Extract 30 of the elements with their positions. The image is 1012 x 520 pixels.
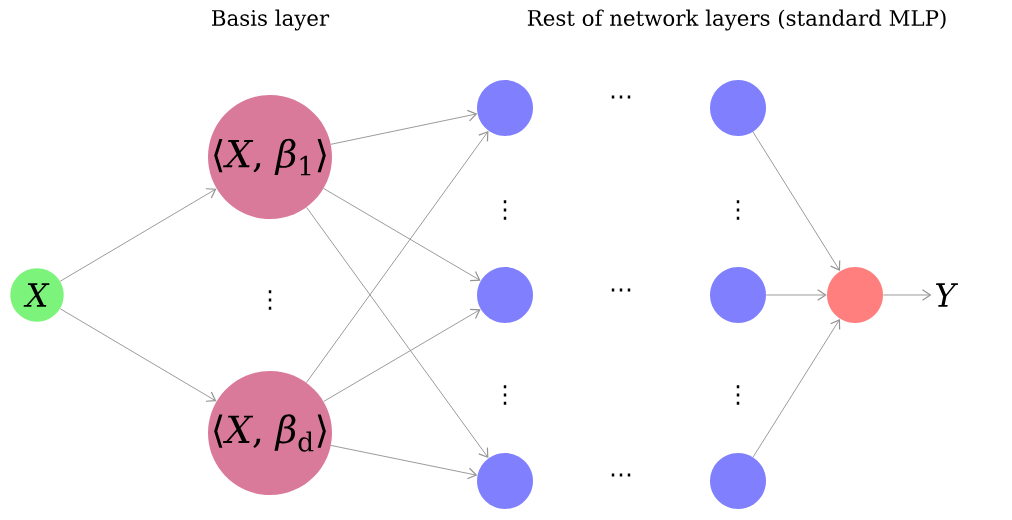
layer-title: Basis layer — [212, 9, 330, 31]
ellipsis: ⋮ — [268, 290, 272, 310]
neuron-circle — [710, 267, 766, 323]
ellipsis: ⋮ — [503, 200, 507, 220]
arrow — [882, 289, 932, 301]
neuron-circle — [477, 267, 533, 323]
layer-title: Rest of network layers (standard MLP) — [527, 9, 946, 31]
ellipsis: ⋯ — [611, 288, 631, 292]
arrow — [306, 130, 489, 383]
arrow — [59, 308, 217, 402]
output-label: Y — [936, 283, 959, 307]
arrow — [306, 206, 489, 459]
arrow — [59, 188, 217, 282]
ellipsis: ⋮ — [736, 200, 740, 220]
arrow — [752, 131, 841, 272]
arrow — [330, 109, 478, 145]
arrow — [330, 445, 478, 480]
neuron-circle — [827, 267, 883, 323]
ellipsis: ⋮ — [736, 385, 740, 405]
neuron-circle — [477, 453, 533, 509]
neuron-circle — [710, 80, 766, 136]
neuron-circle — [710, 453, 766, 509]
ellipsis: ⋯ — [611, 473, 631, 477]
ellipsis: ⋯ — [611, 95, 631, 99]
ellipsis: ⋮ — [503, 385, 507, 405]
arrow — [765, 289, 827, 301]
arrow — [323, 188, 481, 282]
arrow — [323, 308, 481, 402]
arrow — [752, 318, 841, 458]
neuron-circle — [477, 80, 533, 136]
